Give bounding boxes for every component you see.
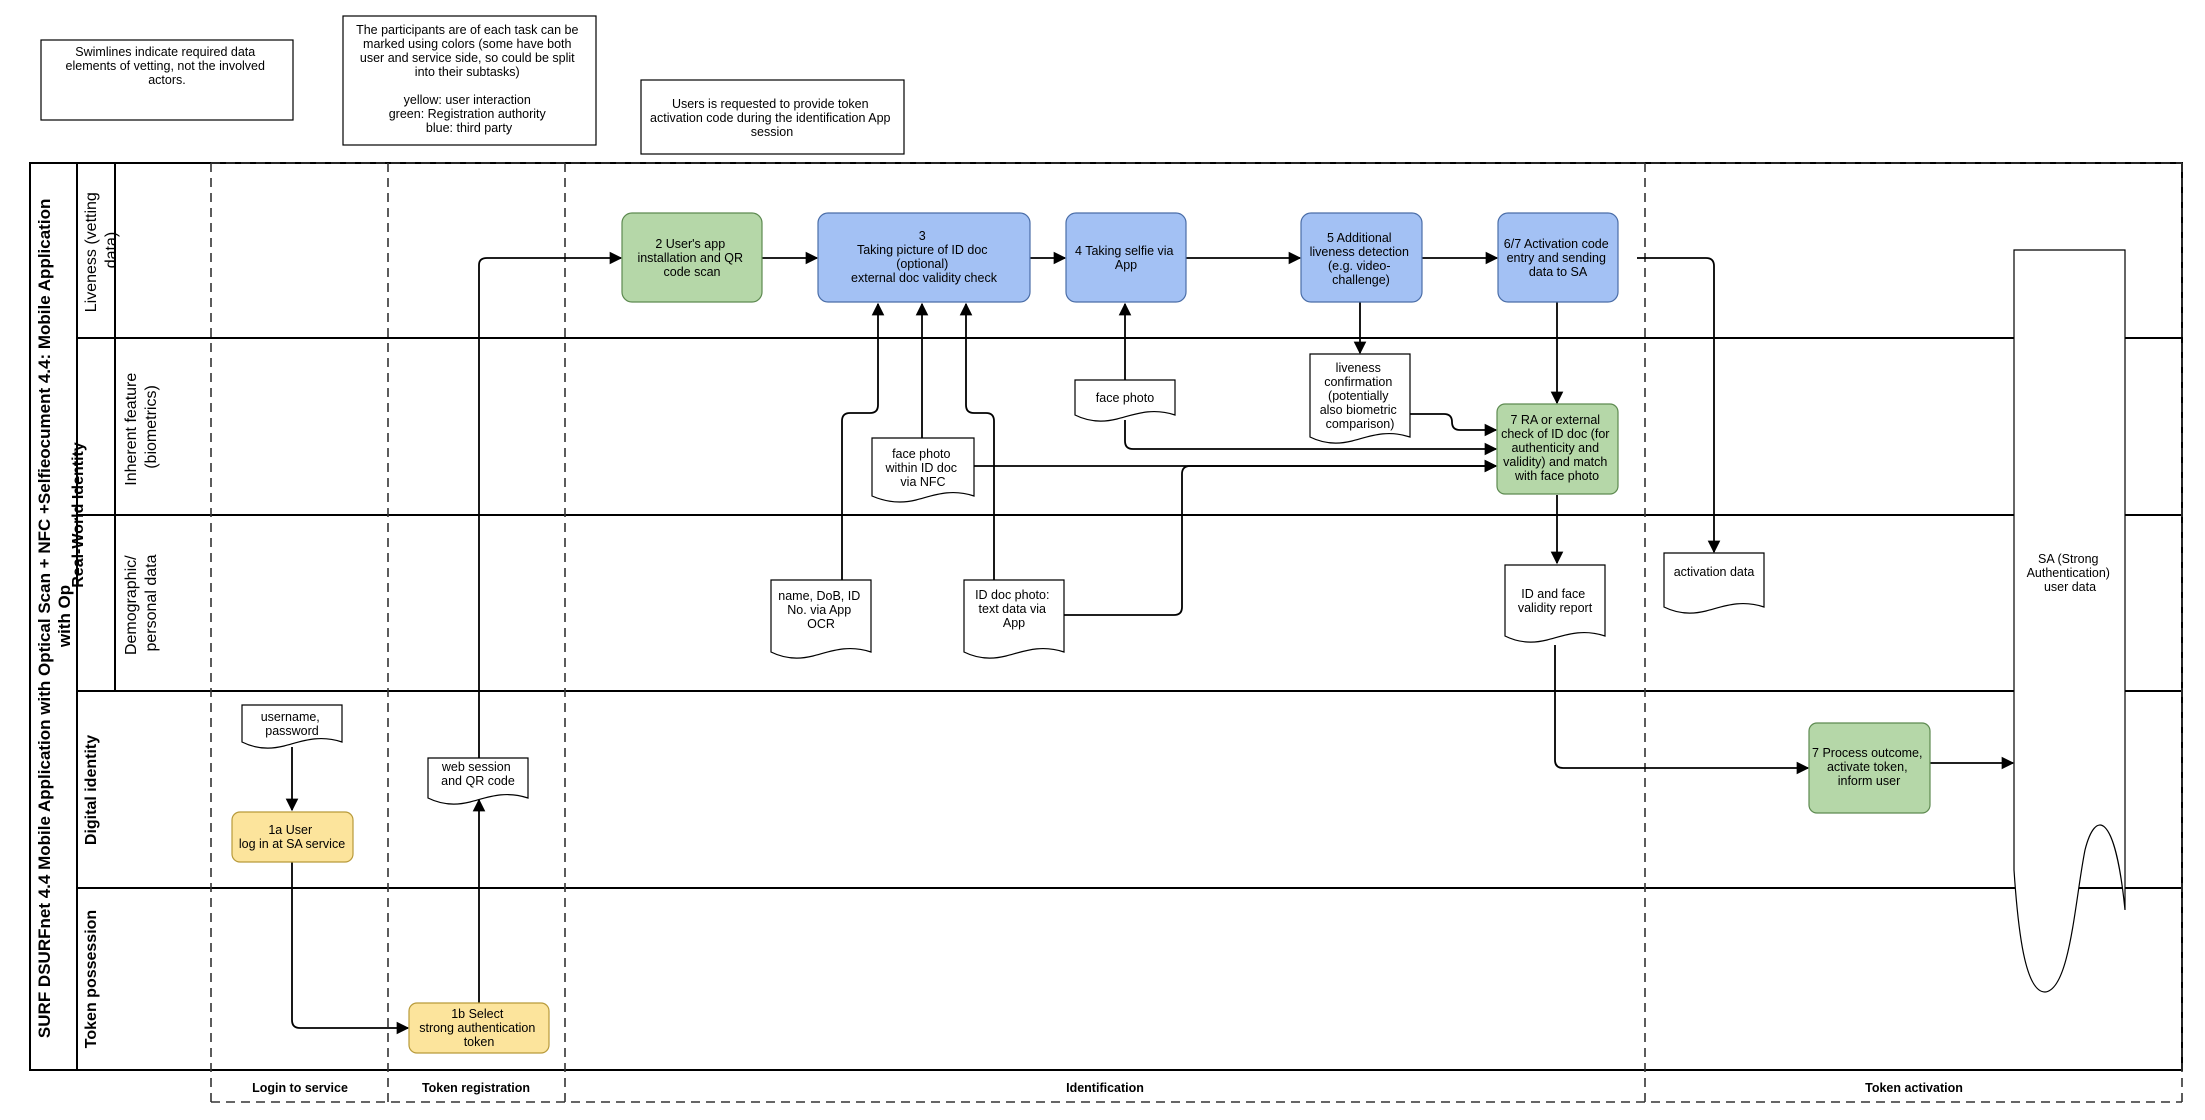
doc-ocr-data: name, DoB, ID No. via App OCR	[770, 579, 872, 659]
svg-text:ID doc photo: text data: ID doc photo: text data via App	[975, 588, 1053, 630]
svg-text:4 Taking selfie via App: 4 Taking selfie via App	[1075, 244, 1177, 272]
group-label-token: Token possession	[83, 910, 100, 1048]
note-colors: The participants are of each task can be…	[342, 15, 597, 146]
phase-columns	[210, 162, 2183, 1103]
svg-text:7 RA or external check o: 7 RA or external check of ID doc (for au…	[1501, 413, 1613, 483]
svg-text:activation data: activation data	[1674, 565, 1755, 579]
edges	[285, 251, 2015, 1035]
svg-text:Swimlines indicate required da: Swimlines indicate required data element…	[66, 45, 269, 87]
task-5-liveness-detection: 5 Additional liveness detection (e.g. vi…	[1300, 212, 1423, 303]
svg-text:1a User log in at SA ser: 1a User log in at SA service	[239, 823, 345, 851]
phase-label-login: Login to service	[252, 1081, 348, 1095]
doc-validity-report: ID and face validity report	[1504, 564, 1606, 643]
doc-activation-data: activation data	[1663, 552, 1765, 614]
svg-text:Users is requested to provide: Users is requested to provide token acti…	[650, 97, 894, 139]
swimlane-pool	[29, 162, 2183, 1071]
lane-label-inherent: Inherent feature (biometrics)	[123, 368, 160, 485]
svg-text:3 Taking picture of ID: 3 Taking picture of ID doc (optional) ex…	[851, 229, 998, 285]
doc-id-doc-photo: ID doc photo: text data via App	[963, 579, 1065, 659]
task-2-app-installation: 2 User's app installation and QR code sc…	[621, 212, 763, 303]
svg-text:5 Additional liveness de: 5 Additional liveness detection (e.g. vi…	[1310, 231, 1413, 287]
task-1b-select-token: 1b Select strong authentication token	[408, 1002, 550, 1054]
sa-user-data-store: SA (Strong Authentication) user data	[2013, 249, 2126, 993]
lane-label-demographic: Demographic/ personal data	[123, 551, 160, 655]
svg-text:1b Select strong authent: 1b Select strong authentication token	[419, 1007, 539, 1049]
group-label-digital: Digital identity	[83, 735, 100, 845]
task-4-selfie: 4 Taking selfie via App	[1065, 212, 1187, 303]
phase-label-registration: Token registration	[422, 1081, 530, 1095]
note-activation: Users is requested to provide token acti…	[640, 79, 905, 155]
task-67-activation-code: 6/7 Activation code entry and sending da…	[1497, 212, 1619, 303]
svg-text:face photo: face photo	[1096, 391, 1154, 405]
svg-text:web session and QR code: web session and QR code	[441, 760, 515, 788]
phase-label-activation: Token activation	[1865, 1081, 1963, 1095]
task-7-ra-check: 7 RA or external check of ID doc (for au…	[1496, 403, 1619, 495]
doc-web-session: web session and QR code	[427, 757, 529, 805]
svg-text:face photo within ID doc: face photo within ID doc via NFC	[884, 447, 960, 489]
svg-text:7 Process outcome, activ: 7 Process outcome, activate token, infor…	[1812, 746, 1926, 788]
pool-title: SURF DSURFnet 4.4 Mobile Application wit…	[35, 194, 74, 1038]
phase-label-identification: Identification	[1066, 1081, 1144, 1095]
svg-text:ID and face validity rep: ID and face validity report	[1518, 587, 1593, 615]
note-swimlanes: Swimlines indicate required data element…	[40, 39, 294, 121]
doc-username-password: username, password	[241, 704, 343, 749]
svg-text:name, DoB, ID No. via Ap: name, DoB, ID No. via App OCR	[778, 589, 863, 631]
doc-face-photo: face photo	[1074, 379, 1176, 422]
task-3-id-doc-picture: 3 Taking picture of ID doc (optional) ex…	[817, 212, 1031, 303]
group-label-real-world: Real-World Identity	[70, 442, 87, 588]
task-7-process-outcome: 7 Process outcome, activate token, infor…	[1808, 722, 1931, 814]
svg-text:The participants are of each t: The participants are of each task can be…	[356, 23, 582, 135]
svg-text:2 User's app installatio: 2 User's app installation and QR code sc…	[637, 237, 746, 279]
doc-face-photo-nfc: face photo within ID doc via NFC	[871, 437, 975, 503]
svg-text:SA (Strong Authenticatio: SA (Strong Authentication) user data	[2027, 552, 2114, 594]
svg-text:6/7 Activation code entr: 6/7 Activation code entry and sending da…	[1504, 237, 1612, 279]
lane-label-liveness: Liveness (vetting data)	[83, 188, 120, 313]
doc-liveness-confirmation: liveness confirmation (potentially also …	[1309, 353, 1411, 444]
svg-text:liveness confirmation: liveness confirmation (potentially also …	[1320, 361, 1401, 431]
svg-text:username, password: username, password	[261, 710, 324, 738]
task-1a-user-login: 1a User log in at SA service	[231, 811, 354, 863]
